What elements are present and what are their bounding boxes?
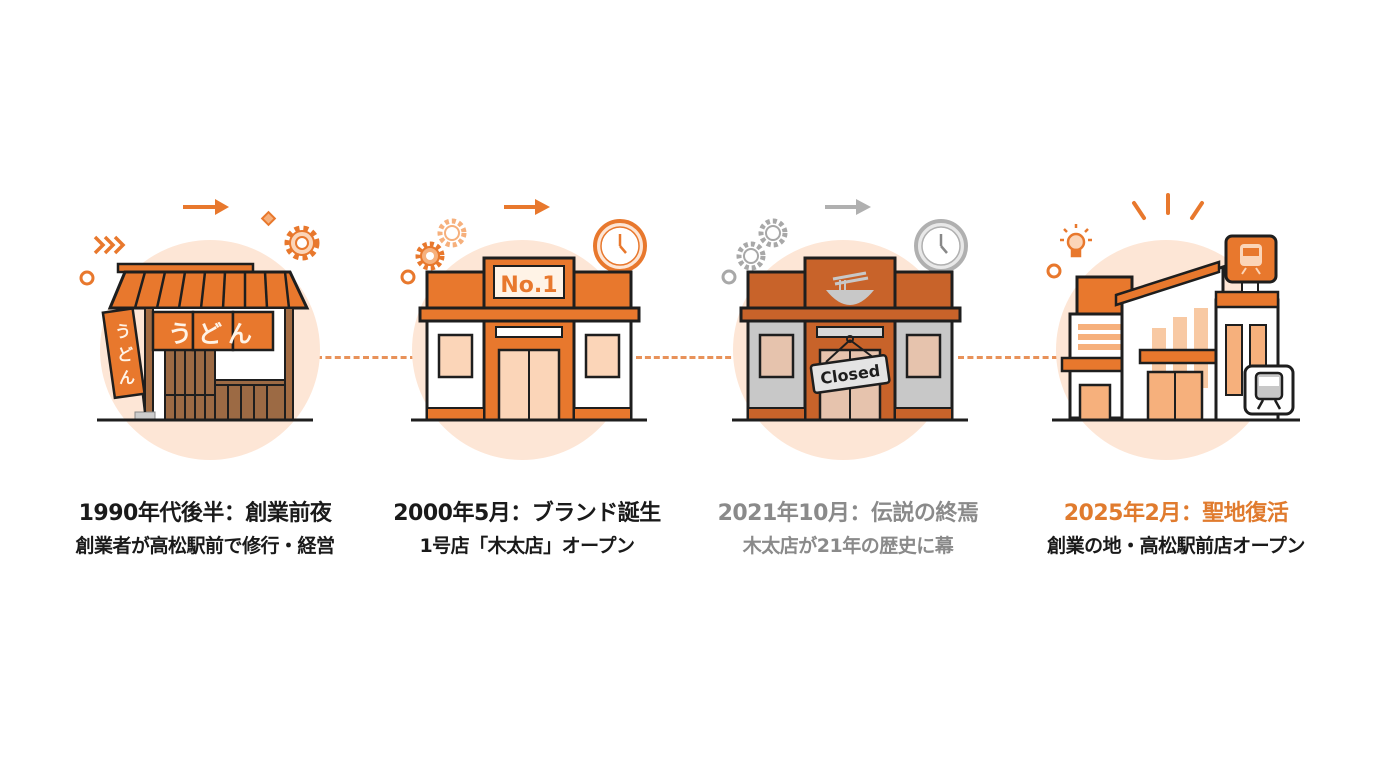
timeline-connector-1: [316, 356, 416, 359]
gears-icon: [415, 218, 467, 271]
timeline-step-4: 2025年2月：聖地復活 創業の地・高松駅前店オープン: [1016, 180, 1336, 580]
diamond-icon: [260, 210, 277, 227]
noren-curtain: [151, 310, 275, 352]
step-caption: 2021年10月：伝説の終焉 木太店が21年の歴史に幕: [688, 498, 1008, 562]
timeline-step-1: うどん う ど ん 1990年代後半：創業前夜 創業者が高松駅前で修行・経営: [45, 180, 365, 580]
step-caption: 2000年5月：ブランド誕生 1号店「木太店」オープン: [367, 498, 687, 562]
timeline-connector-3: [958, 356, 1058, 359]
udon-shop-illustration: うどん う ど ん: [79, 199, 320, 460]
step-subtitle: 創業の地・高松駅前店オープン: [1047, 535, 1305, 557]
arrow-right-icon: [183, 199, 229, 215]
svg-text:ど: ど: [117, 345, 133, 364]
udon-banner: [101, 307, 146, 400]
svg-text:ん: ん: [119, 368, 135, 387]
clock-icon: [914, 219, 968, 273]
step-title: 2000年5月：ブランド誕生: [393, 501, 661, 526]
circle-icon: [1046, 263, 1062, 279]
step-title: 2025年2月：聖地復活: [1063, 501, 1289, 526]
arrow-right-icon: [504, 199, 550, 215]
arrow-right-icon: [825, 199, 871, 215]
noren-text: うどん: [168, 320, 258, 348]
timeline-connector-2: [636, 356, 740, 359]
gear-icon: [284, 225, 320, 261]
circle-icon: [79, 270, 95, 286]
timeline-step-3: Closed 2021年10月：伝説の終焉 木太店が21年の歴史に幕: [688, 180, 1008, 580]
train-sign-icon: [1224, 234, 1278, 284]
noodle-bowl-icon: [826, 271, 874, 305]
burst-icon: [1132, 193, 1204, 220]
lightbulb-icon: [1060, 224, 1092, 258]
step-caption: 1990年代後半：創業前夜 創業者が高松駅前で修行・経営: [45, 498, 365, 562]
train-icon: [1243, 364, 1295, 416]
chevrons-icon: [93, 235, 126, 255]
step-subtitle: 木太店が21年の歴史に幕: [742, 535, 954, 557]
store-no1-illustration: No.1: [400, 199, 647, 460]
step-title: 2021年10月：伝説の終焉: [717, 501, 979, 526]
step-title: 1990年代後半：創業前夜: [78, 501, 332, 526]
circle-icon: [400, 269, 416, 285]
closed-sign: Closed: [809, 335, 891, 395]
no1-sign-text: No.1: [500, 273, 557, 298]
circle-icon: [721, 269, 737, 285]
timeline-step-2: No.1 2000年5月：ブランド誕生 1号店「木太店」オープン: [367, 180, 687, 580]
clock-icon: [593, 219, 647, 273]
step-subtitle: 創業者が高松駅前で修行・経営: [75, 535, 335, 557]
step-subtitle: 1号店「木太店」オープン: [419, 535, 635, 557]
svg-text:う: う: [115, 322, 131, 341]
station-store-illustration: [1046, 193, 1300, 460]
gears-icon: [736, 218, 788, 271]
step-caption: 2025年2月：聖地復活 創業の地・高松駅前店オープン: [1016, 498, 1336, 562]
store-closed-illustration: Closed: [721, 199, 968, 460]
